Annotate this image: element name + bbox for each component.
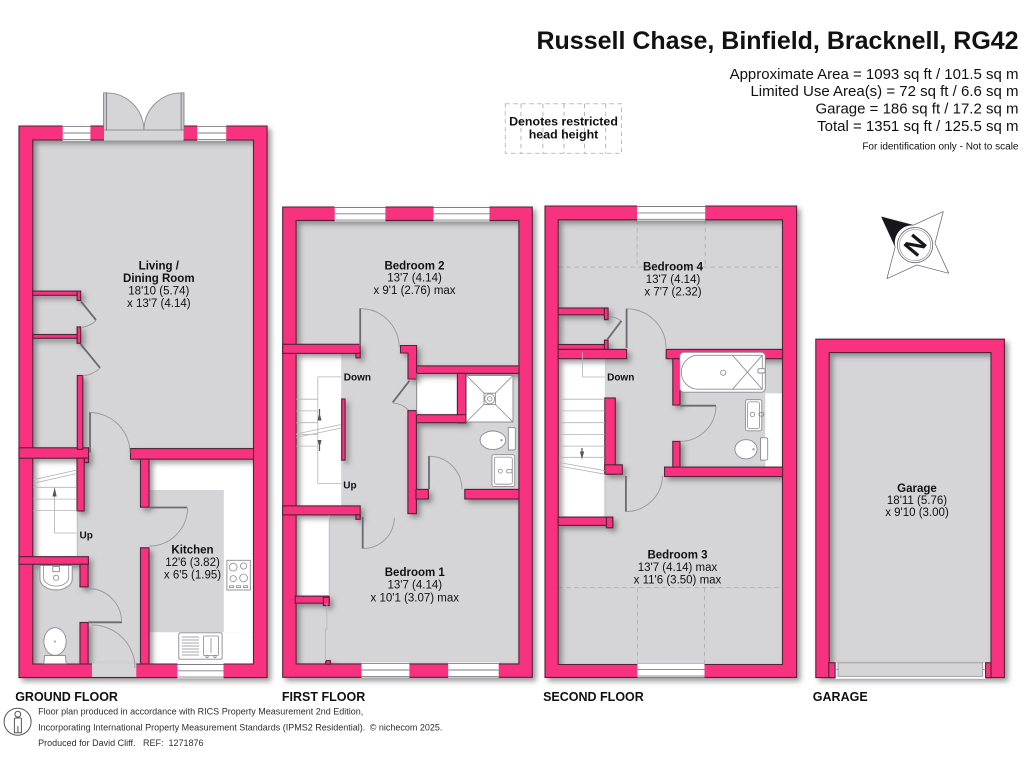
svg-text:FIRST FLOOR: FIRST FLOOR: [282, 690, 365, 704]
svg-text:GROUND FLOOR: GROUND FLOOR: [15, 690, 118, 704]
svg-text:Produced for David Cliff. RE: Produced for David Cliff. REF: 1271876: [38, 738, 203, 748]
svg-text:Floor plan produced in accorda: Floor plan produced in accordance with R…: [38, 707, 363, 717]
svg-text:x 11'6 (3.50) max: x 11'6 (3.50) max: [634, 574, 722, 586]
svg-text:13'7 (4.14) max: 13'7 (4.14) max: [638, 562, 718, 574]
svg-text:Total = 1351 sq ft / 125.5 sq: Total = 1351 sq ft / 125.5 sq m: [817, 118, 1018, 135]
svg-text:18'11 (5.76): 18'11 (5.76): [887, 495, 947, 507]
svg-text:Down: Down: [344, 372, 371, 383]
svg-text:SECOND FLOOR: SECOND FLOOR: [543, 690, 644, 704]
svg-text:x 13'7 (4.14): x 13'7 (4.14): [127, 298, 191, 310]
svg-text:12'6 (3.82): 12'6 (3.82): [165, 557, 220, 569]
svg-text:x 9'1 (2.76) max: x 9'1 (2.76) max: [373, 285, 455, 297]
svg-text:Garage = 186 sq ft / 17.2 sq m: Garage = 186 sq ft / 17.2 sq m: [815, 101, 1018, 118]
svg-text:Bedroom 3: Bedroom 3: [647, 549, 707, 561]
svg-text:Approximate Area = 1093 sq ft: Approximate Area = 1093 sq ft / 101.5 sq…: [730, 66, 1019, 83]
svg-text:Garage: Garage: [897, 483, 937, 495]
svg-text:Dining Room: Dining Room: [123, 273, 195, 285]
svg-text:Incorporating International Pr: Incorporating International Property Mea…: [38, 722, 365, 732]
svg-text:For identification only - Not: For identification only - Not to scale: [862, 141, 1019, 152]
svg-text:x 9'10 (3.00): x 9'10 (3.00): [885, 507, 949, 519]
svg-text:Up: Up: [80, 531, 93, 542]
svg-text:© nichecom 2025.: © nichecom 2025.: [370, 722, 443, 732]
svg-text:13'7 (4.14): 13'7 (4.14): [646, 274, 701, 286]
svg-text:x 6'5 (1.95): x 6'5 (1.95): [164, 569, 221, 581]
svg-text:head height: head height: [529, 127, 599, 141]
svg-text:Russell Chase, Binfield, Brack: Russell Chase, Binfield, Bracknell, RG42: [536, 27, 1018, 55]
svg-text:GARAGE: GARAGE: [813, 690, 868, 704]
svg-text:Bedroom 4: Bedroom 4: [643, 261, 704, 273]
svg-text:18'10 (5.74): 18'10 (5.74): [128, 285, 189, 297]
svg-text:Bedroom 2: Bedroom 2: [384, 260, 444, 272]
svg-text:Living /: Living /: [139, 260, 180, 272]
svg-text:Denotes restricted: Denotes restricted: [509, 114, 618, 128]
svg-text:13'7 (4.14): 13'7 (4.14): [387, 580, 442, 592]
svg-text:Kitchen: Kitchen: [171, 544, 213, 556]
svg-text:13'7 (4.14): 13'7 (4.14): [387, 273, 442, 285]
svg-text:x 7'7 (2.32): x 7'7 (2.32): [644, 286, 701, 298]
svg-text:x 10'1 (3.07) max: x 10'1 (3.07) max: [371, 592, 460, 604]
svg-text:Up: Up: [343, 480, 356, 491]
svg-text:Down: Down: [607, 372, 634, 383]
svg-text:Limited Use Area(s) = 72 sq ft: Limited Use Area(s) = 72 sq ft / 6.6 sq …: [750, 83, 1018, 100]
svg-text:Bedroom 1: Bedroom 1: [385, 567, 446, 579]
